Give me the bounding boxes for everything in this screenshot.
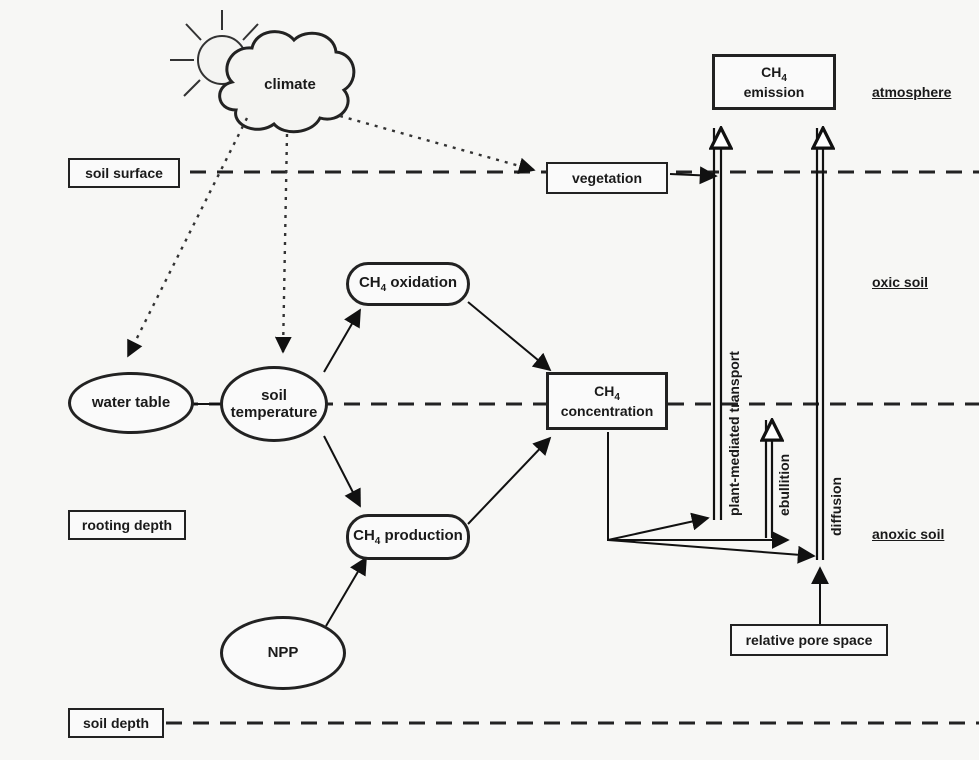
ch4-emission-box: CH4 emission [712,54,836,110]
zone-atmosphere: atmosphere [872,84,952,100]
concentration-down-line [607,432,612,541]
ch4-oxidation-node: CH4 oxidation [346,262,470,306]
vegetation-to-transport-arrow [669,166,718,185]
ch4-emission-label: emission [743,83,805,100]
zone-oxic-soil: oxic soil [872,274,929,290]
ch4-production-node: CH4 production [346,514,470,560]
soil-temperature-node: soil temperature [220,366,328,442]
soil-temperature-to-production-arrow [323,435,361,508]
ch4-concentration-box: CH4 concentration [546,372,668,430]
climate-to-soil-temperature-arrow [274,133,292,354]
production-to-concentration-arrow [467,436,552,525]
to-plant-transport-arrow [607,512,710,541]
npp-to-production-arrow [325,556,367,627]
climate-label: climate [264,76,316,93]
diffusion-label: diffusion [828,476,844,536]
ch4-emission-formula: CH4 [761,64,787,84]
vegetation-box: vegetation [546,162,668,194]
relative-pore-space-box: relative pore space [730,624,888,656]
oxidation-to-concentration-arrow [467,301,552,372]
water-table-node: water table [68,372,194,434]
soil-depth-label: soil depth [68,708,164,738]
soil-surface-label: soil surface [68,158,180,188]
zone-anoxic-soil: anoxic soil [872,526,945,542]
plant-mediated-transport-label: plant-mediated transport [726,351,742,516]
soil-temperature-to-oxidation-arrow [323,308,361,373]
ebullition-label: ebullition [776,453,792,516]
to-diffusion-arrow [607,539,816,564]
climate-to-water-table-arrow [126,117,249,358]
npp-node: NPP [220,616,346,690]
cloud-shape [218,30,356,134]
climate-to-vegetation-arrow [339,114,536,175]
rooting-depth-label: rooting depth [68,510,186,540]
